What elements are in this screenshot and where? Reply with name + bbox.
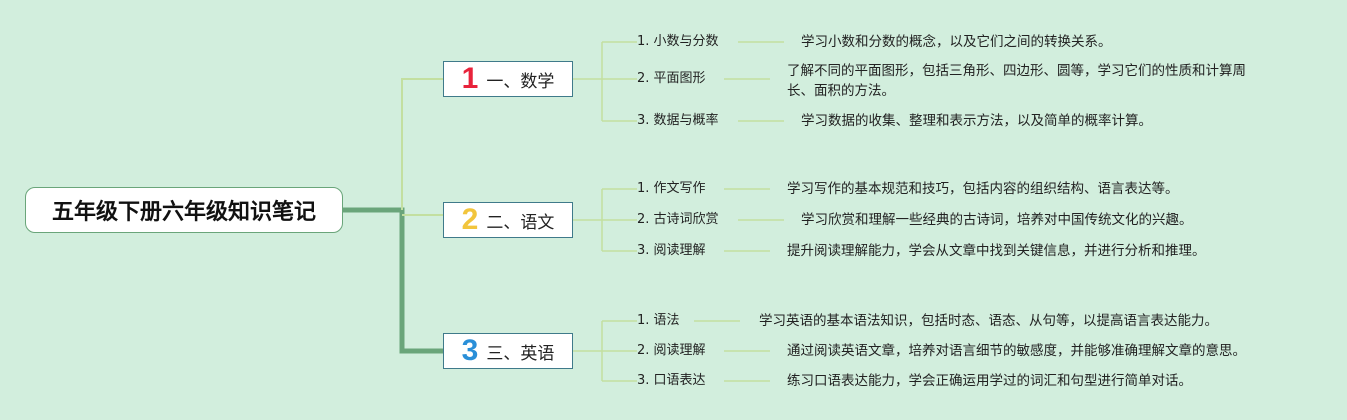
branch-chinese[interactable]: 2 二、语文 — [443, 202, 573, 238]
sub-topic-english-1[interactable]: 1. 语法 — [637, 313, 680, 328]
connector-math-subs — [573, 41, 637, 122]
sub-topic-english-3[interactable]: 3. 口语表达 — [637, 373, 706, 388]
sub-desc-chinese-2: 学习欣赏和理解一些经典的古诗词，培养对中国传统文化的兴趣。 — [801, 212, 1193, 228]
sub-topic-chinese-1[interactable]: 1. 作文写作 — [637, 181, 706, 196]
branch-number-3: 3 — [461, 334, 479, 367]
sub-desc-english-2: 通过阅读英语文章，培养对语言细节的敏感度，并能够准确理解文章的意思。 — [787, 343, 1246, 359]
branch-label: 三、英语 — [486, 343, 555, 364]
branch-english[interactable]: 3 三、英语 — [443, 333, 573, 369]
sub-topic-math-2[interactable]: 2. 平面图形 — [637, 71, 706, 86]
sub-desc-chinese-3: 提升阅读理解能力，学会从文章中找到关键信息，并进行分析和推理。 — [787, 243, 1206, 259]
connector-root-english — [343, 207, 443, 354]
sub-desc-math-1: 学习小数和分数的概念，以及它们之间的转换关系。 — [801, 34, 1112, 50]
branch-math[interactable]: 1 一、数学 — [443, 61, 573, 97]
sub-topic-math-3[interactable]: 3. 数据与概率 — [637, 113, 719, 128]
sub-desc-chinese-1: 学习写作的基本规范和技巧，包括内容的组织结构、语言表达等。 — [787, 181, 1179, 197]
connector-desc-lines — [694, 41, 784, 382]
root-node[interactable]: 五年级下册六年级知识笔记 — [25, 187, 343, 233]
sub-desc-english-3: 练习口语表达能力，学会正确运用学过的词汇和句型进行简单对话。 — [787, 373, 1192, 389]
connector-english-subs — [573, 320, 637, 382]
branch-number-1: 1 — [461, 62, 479, 95]
branch-label: 二、语文 — [486, 212, 555, 233]
connector-chinese-subs — [573, 188, 637, 252]
connector-root-math — [401, 78, 443, 210]
sub-topic-chinese-2[interactable]: 2. 古诗词欣赏 — [637, 212, 719, 227]
root-title: 五年级下册六年级知识笔记 — [51, 200, 316, 225]
sub-topic-chinese-3[interactable]: 3. 阅读理解 — [637, 243, 706, 258]
sub-desc-english-1: 学习英语的基本语法知识，包括时态、语态、从句等，以提高语言表达能力。 — [759, 313, 1218, 329]
branch-label: 一、数学 — [486, 71, 555, 92]
sub-topic-english-2[interactable]: 2. 阅读理解 — [637, 343, 706, 358]
sub-desc-math-3: 学习数据的收集、整理和表示方法，以及简单的概率计算。 — [801, 113, 1152, 129]
sub-topic-math-1[interactable]: 1. 小数与分数 — [637, 34, 719, 49]
branch-number-2: 2 — [461, 203, 479, 236]
sub-desc-math-2: 了解不同的平面图形，包括三角形、四边形、圆等，学习它们的性质和计算周长、面积的方… — [787, 63, 1246, 99]
